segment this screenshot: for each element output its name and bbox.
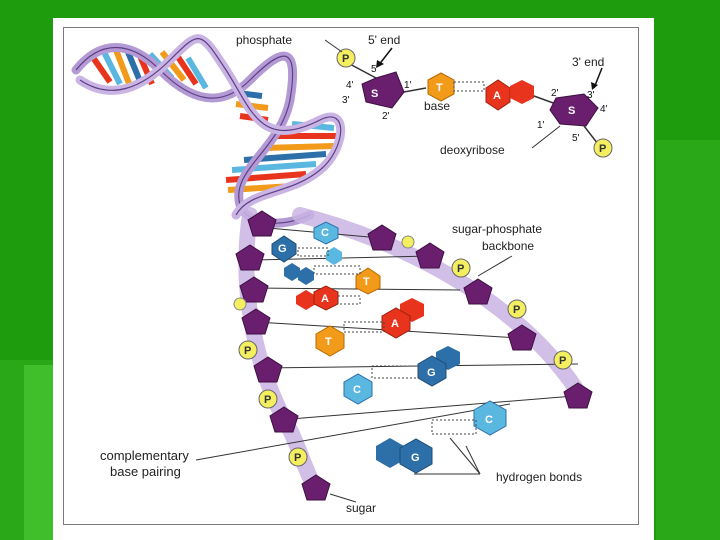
adenine-base bbox=[296, 290, 316, 310]
carbon-label: 2' bbox=[551, 88, 559, 99]
phosphate-letter: P bbox=[457, 263, 464, 275]
sugar-5-end bbox=[361, 71, 405, 109]
phosphate-letter: P bbox=[244, 345, 251, 357]
phosphate-p: P bbox=[507, 299, 527, 319]
base-letter-t: T bbox=[325, 336, 332, 348]
base-letter-g: G bbox=[278, 243, 287, 255]
adenine-base bbox=[485, 79, 511, 111]
carbon-label: 1' bbox=[537, 120, 545, 131]
double-helix-upper bbox=[71, 34, 346, 228]
base-letter-g: G bbox=[411, 452, 420, 464]
phosphate-p: P bbox=[451, 258, 471, 278]
adenine-base bbox=[381, 307, 411, 339]
phosphate-p: P bbox=[553, 350, 573, 370]
phosphate-letter: P bbox=[294, 452, 301, 464]
base-letter-t: T bbox=[436, 82, 443, 94]
carbon-label: 4' bbox=[600, 104, 608, 115]
figure-frame bbox=[63, 27, 639, 525]
label-deoxyribose: deoxyribose bbox=[440, 143, 505, 157]
base-letter-g: G bbox=[427, 367, 436, 379]
base-letter-t: T bbox=[363, 276, 370, 288]
carbon-label: 2' bbox=[382, 111, 390, 122]
label-complementary: complementary bbox=[100, 448, 189, 463]
thymine-base bbox=[427, 72, 455, 102]
guanine-base bbox=[284, 263, 300, 281]
label-base-pairing: base pairing bbox=[110, 464, 181, 479]
phosphate-p: P bbox=[258, 389, 278, 409]
diagram-labels: phosphate 5' end 3' end base deoxyribose… bbox=[100, 33, 604, 515]
phosphate-groups: P P P P P P bbox=[233, 235, 573, 467]
base-letter-a: A bbox=[493, 90, 501, 102]
sugar-unit bbox=[367, 224, 397, 251]
label-backbone-2: backbone bbox=[482, 239, 534, 253]
guanine-base bbox=[399, 438, 433, 474]
base-letter-c: C bbox=[353, 384, 361, 396]
phosphate-letter: P bbox=[559, 355, 566, 367]
cytosine-base bbox=[343, 373, 373, 405]
phosphate-letter: P bbox=[599, 143, 606, 155]
sugar-3-end bbox=[549, 93, 599, 127]
thymine-base bbox=[315, 325, 345, 357]
cytosine-base bbox=[326, 247, 342, 265]
base-letter-c: C bbox=[485, 414, 493, 426]
phosphate-p: P bbox=[238, 340, 258, 360]
carbon-label: 1' bbox=[404, 80, 412, 91]
cytosine-base bbox=[313, 221, 339, 245]
label-hydrogen-bonds: hydrogen bonds bbox=[496, 470, 582, 484]
carbon-label: 4' bbox=[346, 80, 354, 91]
sugar-letter: S bbox=[568, 105, 575, 117]
guanine-base bbox=[271, 235, 297, 263]
bases: G C T A T A C G C G bbox=[271, 221, 507, 474]
adenine-base bbox=[510, 80, 534, 104]
phosphate-letter: P bbox=[264, 394, 271, 406]
label-phosphate: phosphate bbox=[236, 33, 292, 47]
base-letter-c: C bbox=[321, 227, 329, 239]
guanine-base bbox=[376, 438, 404, 468]
thymine-base bbox=[355, 267, 381, 295]
label-3-end: 3' end bbox=[572, 55, 604, 69]
phosphate-letter: P bbox=[342, 53, 349, 65]
label-5-end: 5' end bbox=[368, 33, 400, 47]
phosphate-letter: P bbox=[513, 304, 520, 316]
sugar-unit bbox=[415, 242, 445, 269]
nucleotide-detail: S P T A S P bbox=[324, 39, 613, 158]
label-backbone-1: sugar-phosphate bbox=[452, 222, 542, 236]
cytosine-base bbox=[473, 400, 507, 436]
carbon-label: 3' bbox=[587, 90, 595, 101]
carbon-label: 3' bbox=[342, 95, 350, 106]
guanine-base bbox=[298, 267, 314, 285]
label-sugar: sugar bbox=[346, 501, 376, 515]
base-letter-a: A bbox=[391, 318, 399, 330]
phosphate-p: P bbox=[288, 447, 308, 467]
carbon-label: 5' bbox=[572, 133, 580, 144]
base-letter-a: A bbox=[321, 293, 329, 305]
carbon-numbers: 5' 4' 3' 2' 1' 2' 3' 4' 1' 5' bbox=[342, 64, 608, 144]
sugar-letter: S bbox=[371, 88, 378, 100]
carbon-label: 5' bbox=[371, 64, 379, 75]
label-base: base bbox=[424, 99, 450, 113]
